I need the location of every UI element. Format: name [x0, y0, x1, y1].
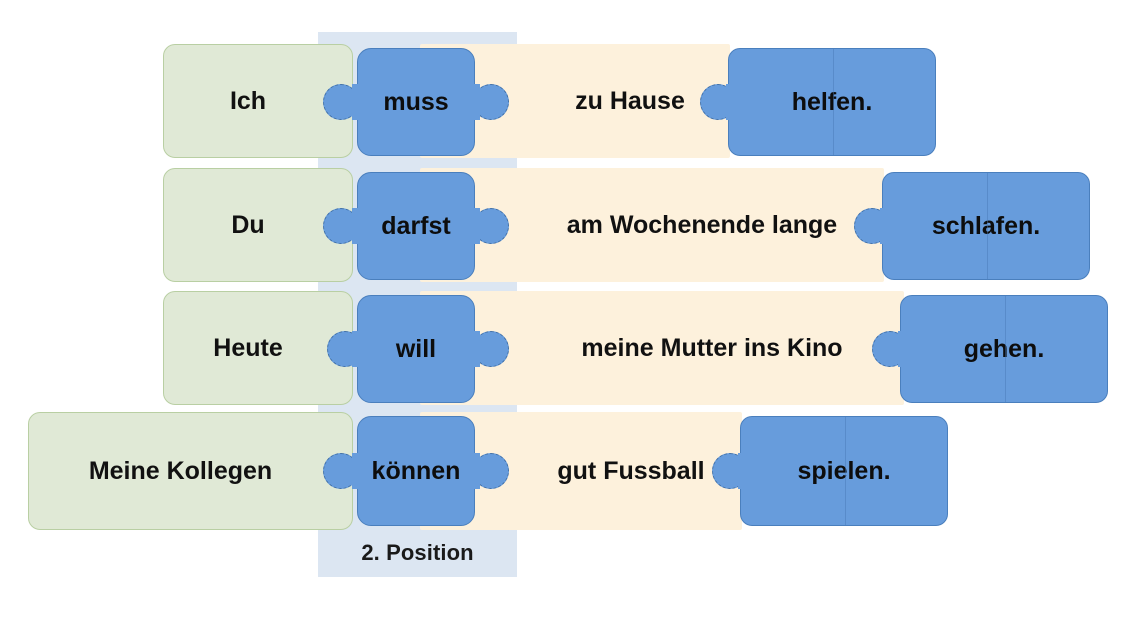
final-verb-text-row-3: gehen. — [963, 334, 1045, 363]
middle-text-row-2: am Wochenende lange — [566, 210, 838, 239]
subject-text-row-1: Ich — [229, 86, 267, 115]
verb-text-row-3: will — [395, 334, 437, 363]
final-verb-text-row-2: schlafen. — [931, 211, 1041, 240]
final-verb-panel-row-4[interactable]: spielen. — [740, 416, 948, 526]
final-seam-row-2 — [987, 173, 988, 279]
second-position-label: 2. Position — [361, 540, 474, 565]
verb-left-knob-base-row-3 — [352, 331, 364, 367]
verb-panel-row-1[interactable]: muss — [357, 48, 475, 156]
verb-left-knob-base-row-1 — [352, 84, 364, 120]
subject-panel-row-4: Meine Kollegen — [28, 412, 353, 530]
verb-panel-row-2[interactable]: darfst — [357, 172, 475, 280]
subject-text-row-2: Du — [231, 210, 265, 239]
final-notch-base-row-1 — [726, 84, 736, 120]
verb-left-knob-base-row-2 — [352, 208, 364, 244]
verb-panel-row-3[interactable]: will — [357, 295, 475, 403]
verb-right-knob-base-row-3 — [468, 331, 480, 367]
subject-text-row-4: Meine Kollegen — [88, 456, 273, 485]
final-seam-row-3 — [1005, 296, 1006, 402]
final-verb-panel-row-1[interactable]: helfen. — [728, 48, 936, 156]
final-notch-base-row-3 — [898, 331, 908, 367]
verb-right-knob-base-row-2 — [468, 208, 480, 244]
verb-right-knob-base-row-1 — [468, 84, 480, 120]
verb-right-knob-base-row-4 — [468, 453, 480, 489]
final-verb-text-row-1: helfen. — [791, 87, 873, 116]
final-verb-panel-row-3[interactable]: gehen. — [900, 295, 1108, 403]
verb-text-row-1: muss — [383, 87, 449, 116]
verb-panel-row-4[interactable]: können — [357, 416, 475, 526]
final-seam-row-4 — [845, 417, 846, 525]
final-verb-panel-row-2[interactable]: schlafen. — [882, 172, 1090, 280]
middle-text-row-1: zu Hause — [575, 86, 685, 115]
verb-text-row-2: darfst — [381, 211, 451, 240]
subject-panel-row-3: Heute — [163, 291, 353, 405]
subject-text-row-3: Heute — [213, 333, 283, 362]
middle-text-row-3: meine Mutter ins Kino — [581, 333, 843, 362]
middle-text-row-4: gut Fussball — [557, 456, 705, 485]
final-verb-text-row-4: spielen. — [797, 456, 891, 485]
final-notch-base-row-4 — [738, 453, 748, 489]
final-seam-row-1 — [833, 49, 834, 155]
verb-text-row-4: können — [371, 456, 461, 485]
verb-left-knob-base-row-4 — [352, 453, 364, 489]
final-notch-base-row-2 — [880, 208, 890, 244]
